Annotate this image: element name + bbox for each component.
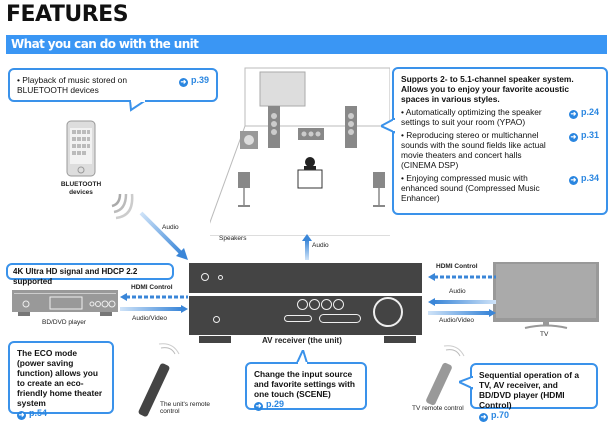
callout-tail [381,118,395,134]
speaker-system-intro: Supports 2- to 5.1-channel speaker syste… [401,74,574,104]
feature-ypao: • Automatically optimizing the speaker s… [401,107,599,127]
bluetooth-callout-text: • Playback of music stored on BLUETOOTH … [17,75,127,95]
subwoofer-icon [240,131,258,149]
eco-page-ref[interactable]: ➜p.54 [17,408,48,420]
callout-tail [128,100,148,112]
arrow-icon: ➜ [178,78,188,87]
feature-cinema-dsp: • Reproducing stereo or multichannel sou… [401,130,599,170]
bluetooth-audio-arrow [139,211,188,260]
hdmi-control-page-ref[interactable]: ➜p.70 [479,410,510,422]
speakers-audio-label: Audio [312,242,329,249]
surround-right-speaker-icon [373,172,385,207]
bd-player-label: BD/DVD player [42,319,87,326]
tv-screen [259,71,306,107]
bluetooth-page-ref[interactable]: ➜p.39 [178,75,209,87]
audio-video-left-label: Audio/Video [132,315,167,322]
tv-remote-label: TV remote control [412,405,464,412]
speakers-audio-arrow [302,234,312,260]
hdmi-control-left-arrow [120,293,188,301]
arrow-icon: ➜ [568,176,578,185]
scene-callout: Change the input source and favorite set… [245,362,367,411]
speaker-room-diagram [210,67,390,236]
audio-right-arrow [428,298,496,306]
hdmi-control-right-label: HDMI Control [436,263,478,270]
compressed-music-page-ref[interactable]: ➜p.34 [568,173,599,185]
section-banner: What you can do with the unit [6,35,607,54]
arrow-icon: ➜ [568,110,578,119]
center-speaker-icon [298,128,324,140]
receiver-label: AV receiver (the unit) [262,336,342,345]
audio-right-label: Audio [449,288,466,295]
tv-icon [493,262,599,329]
listener-icon [297,157,323,189]
unit-remote-icon [138,343,180,417]
eco-mode-callout: The ECO mode (power saving function) all… [8,341,114,420]
hdmi-control-right-arrow [428,273,496,281]
hdmi-control-left-label: HDMI Control [131,284,173,291]
callout-tail [459,376,473,390]
bluetooth-callout: • Playback of music stored on BLUETOOTH … [8,68,218,102]
page-title: FEATURES [6,2,129,27]
bluetooth-devices-label: BLUETOOTH devices [60,181,102,196]
arrow-icon: ➜ [479,413,488,422]
av-receiver [189,263,422,335]
4k-hdcp-callout: 4K Ultra HD signal and HDCP 2.2 supporte… [6,263,174,286]
bd-dvd-player-icon [12,290,118,316]
surround-left-speaker-icon [238,172,250,207]
hdmi-control-callout: Sequential operation of a TV, AV receive… [470,363,598,422]
unit-remote-label: The unit's remote control [160,401,211,415]
audio-video-right-label: Audio/Video [439,317,474,324]
smartphone-icon [66,120,96,177]
callout-tail [295,350,309,364]
arrow-icon: ➜ [17,411,26,420]
scene-page-ref[interactable]: ➜p.29 [254,399,285,411]
front-left-speaker-icon [268,106,280,148]
tv-remote-icon [426,345,465,406]
wireless-waves-icon [111,193,134,220]
speaker-system-callout: Supports 2- to 5.1-channel speaker syste… [392,67,608,215]
bluetooth-audio-label: Audio [162,224,179,231]
arrow-icon: ➜ [254,402,263,411]
feature-compressed-music: • Enjoying compressed music with enhance… [401,173,599,203]
audio-video-right-arrow [428,309,496,317]
audio-video-left-arrow [120,305,188,313]
tv-label: TV [540,331,549,338]
speakers-label: Speakers [219,235,247,242]
volume-knob [373,297,403,327]
ypao-page-ref[interactable]: ➜p.24 [568,107,599,119]
front-right-speaker-icon [345,106,357,148]
cinema-dsp-page-ref[interactable]: ➜p.31 [568,130,599,142]
arrow-icon: ➜ [568,133,578,142]
